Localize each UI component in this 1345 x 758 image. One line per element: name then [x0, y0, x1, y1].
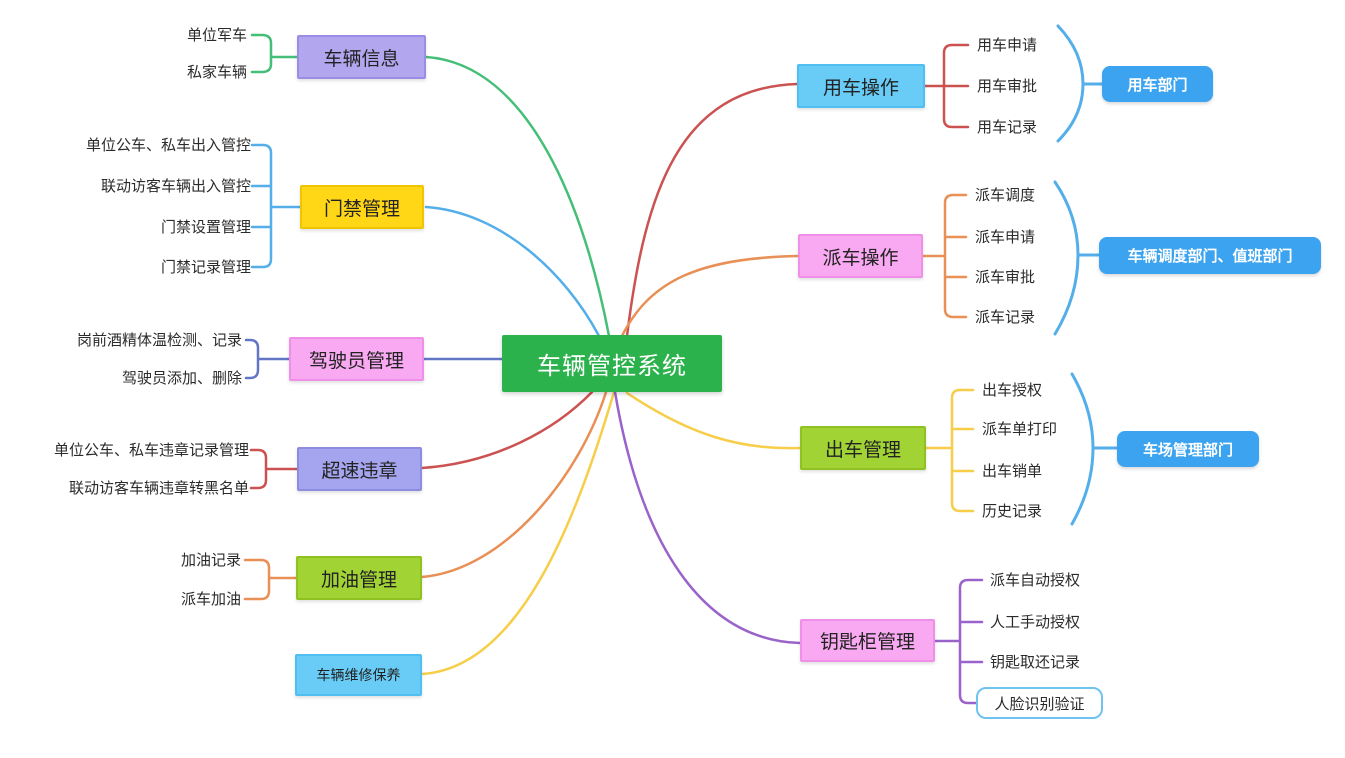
bracket-key-cabinet-children: [933, 578, 984, 705]
subtopic-label[interactable]: 单位公车、私车违章记录管理: [53, 441, 249, 459]
connector-vehicle-info-curve: [424, 55, 611, 338]
connector-maintenance-curve: [420, 390, 616, 676]
branch-vehicle-maintenance[interactable]: 车辆维修保养: [295, 654, 422, 696]
subtopic-label[interactable]: 出车授权: [982, 381, 1043, 399]
subtopic-label[interactable]: 派车调度: [975, 186, 1036, 204]
branch-vehicle-info[interactable]: 车辆信息: [297, 35, 426, 79]
subtopic-label[interactable]: 人工手动授权: [990, 613, 1081, 631]
subtopic-label[interactable]: 单位公车、私车出入管控: [85, 136, 251, 154]
subtopic-label[interactable]: 私家车辆: [186, 63, 247, 81]
bracket-access-control-children: [250, 143, 302, 269]
subtopic-label[interactable]: 派车申请: [975, 228, 1036, 246]
connector-key-cabinet-curve: [613, 390, 802, 645]
subtopic-label[interactable]: 联动访客车辆出入管控: [100, 177, 251, 195]
subtopic-label[interactable]: 用车记录: [977, 118, 1038, 136]
branch-key-cabinet[interactable]: 钥匙柜管理: [800, 619, 935, 662]
branch-refuel-management[interactable]: 加油管理: [296, 556, 422, 600]
connector-access-control-curve: [424, 205, 601, 338]
connector-speeding-curve: [420, 390, 594, 470]
bracket-vehicle-info-children: [250, 33, 299, 74]
branch-vehicle-use[interactable]: 用车操作: [797, 64, 925, 108]
brace-dispatch-department: [1053, 180, 1101, 336]
branch-departure-management[interactable]: 出车管理: [800, 426, 926, 470]
bracket-departure-children: [924, 388, 975, 513]
subtopic-label[interactable]: 加油记录: [180, 551, 241, 569]
connector-departure-curve: [625, 391, 802, 450]
dept-button-parking-management[interactable]: 车场管理部门: [1117, 431, 1259, 467]
subtopic-label[interactable]: 钥匙取还记录: [990, 653, 1081, 671]
highlight-subtopic-face-recognition[interactable]: 人脸识别验证: [976, 687, 1103, 719]
subtopic-label[interactable]: 用车申请: [977, 36, 1038, 54]
subtopic-label[interactable]: 驾驶员添加、删除: [121, 369, 242, 387]
subtopic-label[interactable]: 用车审批: [977, 77, 1038, 95]
subtopic-label[interactable]: 派车记录: [975, 308, 1036, 326]
brace-departure-department: [1070, 372, 1119, 526]
brace-vehicle-use-department: [1056, 24, 1104, 143]
central-topic[interactable]: 车辆管控系统: [502, 335, 722, 392]
subtopic-label[interactable]: 联动访客车辆违章转黑名单: [68, 479, 249, 497]
subtopic-label[interactable]: 派车审批: [975, 268, 1036, 286]
connector-vehicle-use-curve: [625, 82, 799, 338]
bracket-speeding-children: [249, 448, 299, 490]
dept-button-vehicle-use[interactable]: 用车部门: [1102, 66, 1213, 102]
bracket-vehicle-use-children: [923, 43, 970, 129]
subtopic-label[interactable]: 派车加油: [180, 590, 241, 608]
branch-driver-management[interactable]: 驾驶员管理: [289, 337, 424, 381]
branch-access-control[interactable]: 门禁管理: [300, 185, 424, 229]
bracket-refuel-children: [243, 558, 298, 601]
subtopic-label[interactable]: 派车自动授权: [990, 571, 1081, 589]
branch-dispatch[interactable]: 派车操作: [798, 234, 923, 278]
subtopic-label[interactable]: 门禁记录管理: [160, 258, 251, 276]
subtopic-label[interactable]: 出车销单: [982, 462, 1043, 480]
branch-speeding-violation[interactable]: 超速违章: [297, 447, 422, 491]
subtopic-label[interactable]: 派车单打印: [982, 420, 1058, 438]
bracket-dispatch-children: [921, 193, 968, 319]
bracket-driver-children: [244, 338, 291, 380]
dept-button-dispatch-duty[interactable]: 车辆调度部门、值班部门: [1099, 237, 1321, 274]
subtopic-label[interactable]: 单位军车: [186, 26, 247, 44]
connector-refuel-curve: [420, 390, 608, 579]
subtopic-label[interactable]: 历史记录: [982, 502, 1043, 520]
subtopic-label[interactable]: 门禁设置管理: [160, 218, 251, 236]
connector-dispatch-curve: [620, 254, 800, 338]
subtopic-label[interactable]: 岗前酒精体温检测、记录: [76, 331, 242, 349]
